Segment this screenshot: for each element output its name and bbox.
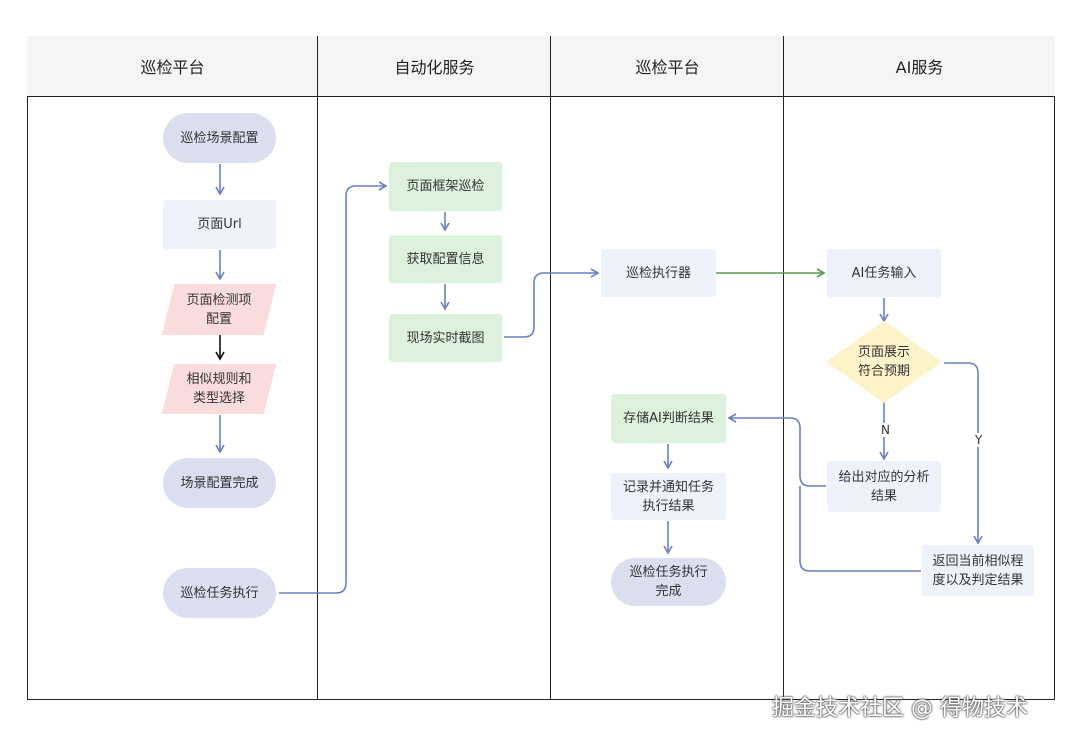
lane-header-patrol-platform-2: 巡检平台 xyxy=(551,36,784,97)
edge-analysis-to-store xyxy=(727,413,826,487)
lane-divider xyxy=(783,36,784,700)
node-label: 巡检任务执行 完成 xyxy=(629,565,708,599)
node-patrol-executor: 巡检执行器 xyxy=(601,249,716,297)
node-record-notify: 记录并通知任务 执行结果 xyxy=(611,473,726,520)
edge-taskexec-to-framepatrol xyxy=(279,181,388,594)
node-return-similarity: 返回当前相似程 度以及判定结果 xyxy=(922,545,1034,596)
lane-title: 巡检平台 xyxy=(635,58,700,77)
lane-title: 自动化服务 xyxy=(394,58,475,77)
node-label: 现场实时截图 xyxy=(406,330,485,346)
node-store-ai-result: 存储AI判断结果 xyxy=(611,394,726,443)
node-similarity-rules: 相似规则和 类型选择 xyxy=(161,364,277,414)
node-page-frame-patrol: 页面框架巡检 xyxy=(389,162,502,211)
decision-diamond-shape xyxy=(826,321,942,403)
edge-screenshot-to-executor xyxy=(504,268,600,338)
node-label: 存储AI判断结果 xyxy=(623,411,714,426)
node-label: 页面框架巡检 xyxy=(406,179,485,194)
node-scene-config-done: 场景配置完成 xyxy=(163,458,276,508)
node-label: 给出对应的分析 结果 xyxy=(838,469,930,504)
node-meets-expectation: 页面展示 符合预期 xyxy=(826,321,942,403)
lane-title: 巡检平台 xyxy=(140,58,205,77)
node-label: 巡检场景配置 xyxy=(180,130,259,146)
node-live-screenshot: 现场实时截图 xyxy=(389,314,502,362)
node-give-analysis: 给出对应的分析 结果 xyxy=(827,461,941,512)
edge-label-no: N xyxy=(879,423,892,437)
node-label: 页面Url xyxy=(197,217,242,232)
lane-header-automation-service: 自动化服务 xyxy=(318,36,551,97)
node-label: AI任务输入 xyxy=(851,265,917,281)
edge-decision-yes xyxy=(944,362,983,545)
node-patrol-task-done: 巡检任务执行 完成 xyxy=(611,558,726,606)
node-label: 页面检测项 配置 xyxy=(186,292,252,327)
watermark: 掘金技术社区 @ 得物技术 xyxy=(772,696,1028,721)
edge-return-to-store xyxy=(799,486,921,572)
node-label: 巡检执行器 xyxy=(625,265,691,281)
node-label: 页面展示 符合预期 xyxy=(857,345,910,379)
node-patrol-task-exec: 巡检任务执行 xyxy=(163,568,276,618)
node-label: 返回当前相似程 度以及判定结果 xyxy=(932,553,1024,588)
node-label: 记录并通知任务 执行结果 xyxy=(622,479,714,514)
node-label: 获取配置信息 xyxy=(406,251,485,267)
lane-title: AI服务 xyxy=(895,58,944,77)
node-page-url: 页面Url xyxy=(163,200,276,249)
lane-header-patrol-platform-1: 巡检平台 xyxy=(27,36,318,97)
node-label: 相似规则和 类型选择 xyxy=(186,372,252,406)
node-label: 场景配置完成 xyxy=(180,475,259,491)
node-page-check-items: 页面检测项 配置 xyxy=(161,284,277,335)
lane-divider xyxy=(550,36,551,700)
node-label: 巡检任务执行 xyxy=(180,585,259,601)
node-get-config-info: 获取配置信息 xyxy=(389,235,502,283)
lane-header-ai-service: AI服务 xyxy=(784,36,1055,97)
edge-label-yes: Y xyxy=(973,433,985,447)
node-ai-task-input: AI任务输入 xyxy=(827,249,941,297)
node-scene-config: 巡检场景配置 xyxy=(163,113,276,163)
lane-divider xyxy=(317,36,318,700)
